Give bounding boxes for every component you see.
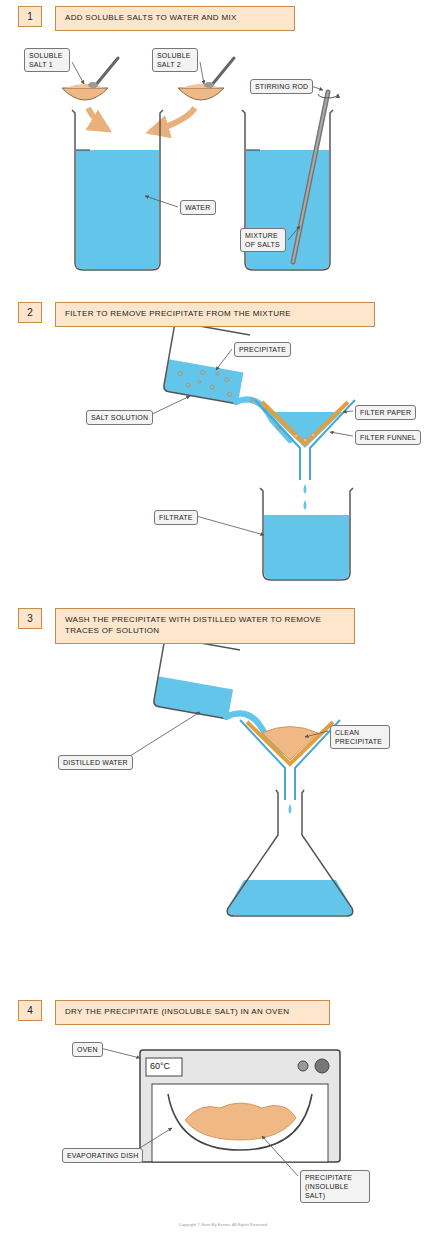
callout-text: FILTER FUNNEL bbox=[360, 434, 416, 441]
beaker-mixture bbox=[242, 92, 338, 270]
heading-text: WASH THE PRECIPITATE WITH DISTILLED WATE… bbox=[65, 615, 321, 635]
filtrate-beaker bbox=[260, 488, 353, 580]
step-number-text: 4 bbox=[27, 1005, 33, 1016]
callout-text: SOLUBLE SALT 2 bbox=[157, 52, 191, 68]
callout-text: OVEN bbox=[77, 1046, 98, 1053]
beaker-water bbox=[72, 110, 163, 270]
callout-text: CLEAN PRECIPITATE bbox=[335, 729, 382, 745]
callout-text: SALT SOLUTION bbox=[91, 414, 148, 421]
callout-tag: FILTER FUNNEL bbox=[355, 430, 421, 445]
heading-text: ADD SOLUBLE SALTS TO WATER AND MIX bbox=[65, 13, 237, 22]
callout-text: WATER bbox=[185, 204, 211, 211]
filter-funnel bbox=[255, 400, 355, 510]
callout-tag: FILTRATE bbox=[154, 510, 198, 525]
step-number: 4 bbox=[18, 1000, 42, 1021]
step-heading: ADD SOLUBLE SALTS TO WATER AND MIX bbox=[55, 6, 295, 31]
callout-text: SOLUBLE SALT 1 bbox=[29, 52, 63, 68]
callout-tag: SALT SOLUTION bbox=[86, 410, 153, 425]
step-heading: FILTER TO REMOVE PRECIPITATE FROM THE MI… bbox=[55, 302, 375, 327]
watermark: Copyright © Save My Exams. All Rights Re… bbox=[0, 1222, 446, 1227]
salt-dish-1 bbox=[62, 58, 118, 100]
callout-text: PRECIPITATE (INSOLUBLE SALT) bbox=[305, 1174, 352, 1199]
callout-tag: CLEAN PRECIPITATE bbox=[330, 725, 390, 749]
callout-tag: EVAPORATING DISH bbox=[62, 1148, 143, 1163]
callout-tag: SOLUBLE SALT 1 bbox=[24, 48, 70, 72]
step-number-text: 1 bbox=[27, 11, 33, 22]
callout-tag: FILTER PAPER bbox=[355, 405, 416, 420]
callout-tag: PRECIPITATE bbox=[234, 342, 291, 357]
callout-tag: DISTILLED WATER bbox=[58, 755, 133, 770]
callout-text: STIRRING ROD bbox=[255, 83, 308, 90]
step-number: 1 bbox=[18, 6, 42, 27]
callout-text: FILTER PAPER bbox=[360, 409, 411, 416]
temperature-display: 60°C bbox=[150, 1061, 170, 1071]
callout-text: DISTILLED WATER bbox=[63, 759, 128, 766]
step-number: 3 bbox=[18, 608, 42, 629]
water-beaker bbox=[153, 637, 240, 719]
heading-text: DRY THE PRECIPITATE (INSOLUBLE SALT) IN … bbox=[65, 1007, 289, 1016]
callout-tag: STIRRING ROD bbox=[250, 79, 313, 94]
heading-text: FILTER TO REMOVE PRECIPITATE FROM THE MI… bbox=[65, 309, 291, 318]
callout-text: EVAPORATING DISH bbox=[67, 1152, 138, 1159]
step-heading: DRY THE PRECIPITATE (INSOLUBLE SALT) IN … bbox=[55, 1000, 330, 1025]
callout-tag: SOLUBLE SALT 2 bbox=[152, 48, 198, 72]
step-number-text: 2 bbox=[27, 307, 33, 318]
step-heading: WASH THE PRECIPITATE WITH DISTILLED WATE… bbox=[55, 608, 355, 644]
step-number: 2 bbox=[18, 302, 42, 323]
wash-funnel bbox=[240, 720, 340, 814]
oven bbox=[140, 1050, 340, 1162]
callout-tag: PRECIPITATE (INSOLUBLE SALT) bbox=[300, 1170, 370, 1203]
callout-text: PRECIPITATE bbox=[239, 346, 286, 353]
pouring-beaker bbox=[163, 322, 250, 404]
callout-tag: OVEN bbox=[72, 1042, 103, 1057]
conical-flask bbox=[227, 790, 353, 916]
callout-text: MIXTURE OF SALTS bbox=[245, 232, 280, 248]
callout-text: FILTRATE bbox=[159, 514, 193, 521]
callout-tag: WATER bbox=[180, 200, 216, 215]
callout-tag: MIXTURE OF SALTS bbox=[240, 228, 286, 252]
step-number-text: 3 bbox=[27, 613, 33, 624]
